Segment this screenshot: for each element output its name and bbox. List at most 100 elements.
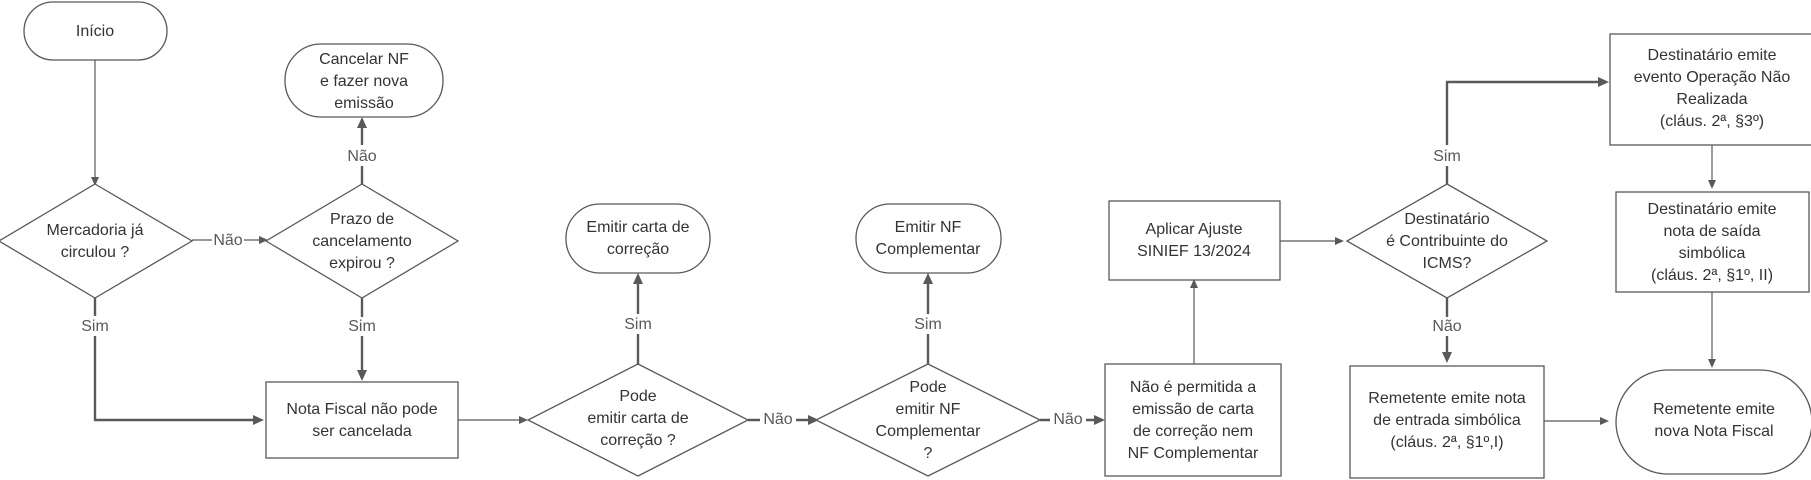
prazo-decision [264, 183, 460, 299]
emitir-carta-text: Emitir carta de correção [586, 219, 689, 258]
label-nao: Não [1053, 411, 1082, 428]
node-text-line: ser cancelada [312, 423, 412, 440]
node-text-line: nova Nota Fiscal [1654, 423, 1773, 440]
node-text-line: Remetente emite nota [1368, 390, 1526, 407]
node-text-line: correção ? [600, 432, 676, 449]
start-node [23, 1, 168, 61]
node-text-line: Pode [619, 388, 656, 405]
node-text-line: Nota Fiscal não pode [286, 401, 437, 418]
node-text-line: Complementar [876, 241, 982, 258]
emitir-carta-node [565, 203, 711, 274]
node-text-line: de entrada simbólica [1373, 412, 1521, 429]
arrowhead [253, 415, 264, 425]
arrowhead [1708, 359, 1716, 368]
arrowhead [1335, 237, 1344, 245]
node-text-line: cancelamento [312, 233, 412, 250]
node-text-line: (cláus. 2ª, §3º) [1660, 113, 1764, 130]
node-text-line: expirou ? [329, 255, 395, 272]
node-text-line: Emitir carta de [586, 219, 689, 236]
node-text-line: evento Operação Não [1634, 69, 1791, 86]
start-node-text: Início [76, 23, 114, 40]
arrowhead [259, 236, 268, 244]
nova-nota-text: Remetente emite nova Nota Fiscal [1653, 401, 1775, 440]
nota-fiscal-text: Nota Fiscal não pode ser cancelada [286, 401, 437, 440]
node-text-line: Complementar [876, 423, 982, 440]
destinatario-decision [1345, 183, 1549, 299]
arrowhead [633, 273, 643, 284]
edge-destinatario-to-operacao [1445, 80, 1606, 184]
node-text-line: ? [924, 445, 933, 462]
arrowhead [91, 177, 99, 186]
arrowhead [1190, 279, 1198, 288]
nao-permitida-node [1104, 363, 1282, 477]
mercadoria-decision [0, 183, 194, 299]
label-sim: Sim [348, 318, 376, 335]
label-nao: Não [347, 148, 376, 165]
node-text-line: simbólica [1679, 245, 1746, 262]
node-text-line: nota de saída [1664, 223, 1761, 240]
nf-decision-text: Pode emitir NF Complementar? [876, 379, 982, 462]
edge-labels: Não Não Sim Sim Sim Não Sim Não Sim Não [81, 148, 1462, 428]
arrowhead [1598, 77, 1609, 87]
node-text-line: correção [607, 241, 669, 258]
node-text-line: Não é permitida a [1130, 379, 1256, 396]
node-text-line: e fazer nova [320, 73, 408, 90]
node-text-line: Pode [909, 379, 946, 396]
node-text-line: (cláus. 2ª, §1º, II) [1651, 267, 1773, 284]
nf-complementar-decision [814, 363, 1042, 477]
emitir-nf-node [855, 203, 1002, 274]
label-sim: Sim [1433, 148, 1461, 165]
node-text-line: Destinatário emite [1648, 201, 1777, 218]
arrowhead [1708, 180, 1716, 189]
node-text-line: (cláus. 2ª, §1º,I) [1390, 434, 1503, 451]
node-text-line: circulou ? [61, 244, 130, 261]
nao-permitida-text: Não é permitida a emissão de carta de corr… [1128, 379, 1259, 462]
arrowhead [1600, 417, 1609, 425]
nota-saida-node [1615, 191, 1810, 293]
carta-decision-text: Pode emitir carta de correção ? [587, 388, 688, 449]
nota-fiscal-node [265, 381, 459, 459]
node-text-line: de correção nem [1133, 423, 1253, 440]
node-text-line: Prazo de [330, 211, 394, 228]
arrowhead [357, 117, 367, 128]
node-text-line: SINIEF 13/2024 [1137, 243, 1251, 260]
node-text-line: é Contribuinte do [1386, 233, 1508, 250]
arrowhead [1094, 415, 1105, 425]
prazo-text: Prazo de cancelamento expirou ? [312, 211, 412, 272]
node-text-line: Cancelar NF [319, 51, 409, 68]
nota-entrada-text: Remetente emite nota de entrada simbólica… [1368, 390, 1526, 451]
carta-decision [526, 363, 750, 477]
node-text-line: Início [76, 23, 114, 40]
label-nao: Não [213, 232, 242, 249]
label-nao: Não [1432, 318, 1461, 335]
node-text-line: emissão de carta [1132, 401, 1254, 418]
node-text-line: emissão [334, 95, 394, 112]
label-nao: Não [763, 411, 792, 428]
ajuste-node [1108, 200, 1281, 281]
node-text-line: Remetente emite [1653, 401, 1775, 418]
node-texts: Início Cancelar NF e fazer nova emissão Me… [47, 23, 1791, 462]
label-sim: Sim [914, 316, 942, 333]
cancel-nf-node [284, 43, 444, 118]
emitir-nf-text: Emitir NF Complementar [876, 219, 982, 258]
nota-saida-text: Destinatário emite nota de saída simbólica… [1648, 201, 1777, 284]
node-text-line: emitir carta de [587, 410, 688, 427]
arrowhead [357, 370, 367, 381]
edge-mercadoria-to-nota [93, 298, 260, 422]
node-text-line: Destinatário emite [1648, 47, 1777, 64]
node-text-line: NF Complementar [1128, 445, 1259, 462]
node-text-line: Emitir NF [895, 219, 962, 236]
cancel-nf-text: Cancelar NF e fazer nova emissão [319, 51, 409, 112]
operacao-nao-realizada-node [1609, 33, 1811, 146]
arrowheads [91, 77, 1716, 425]
node-text-line: ICMS? [1423, 255, 1472, 272]
arrowhead [923, 273, 933, 284]
arrowhead [1442, 352, 1452, 363]
node-text-line: emitir NF [896, 401, 961, 418]
